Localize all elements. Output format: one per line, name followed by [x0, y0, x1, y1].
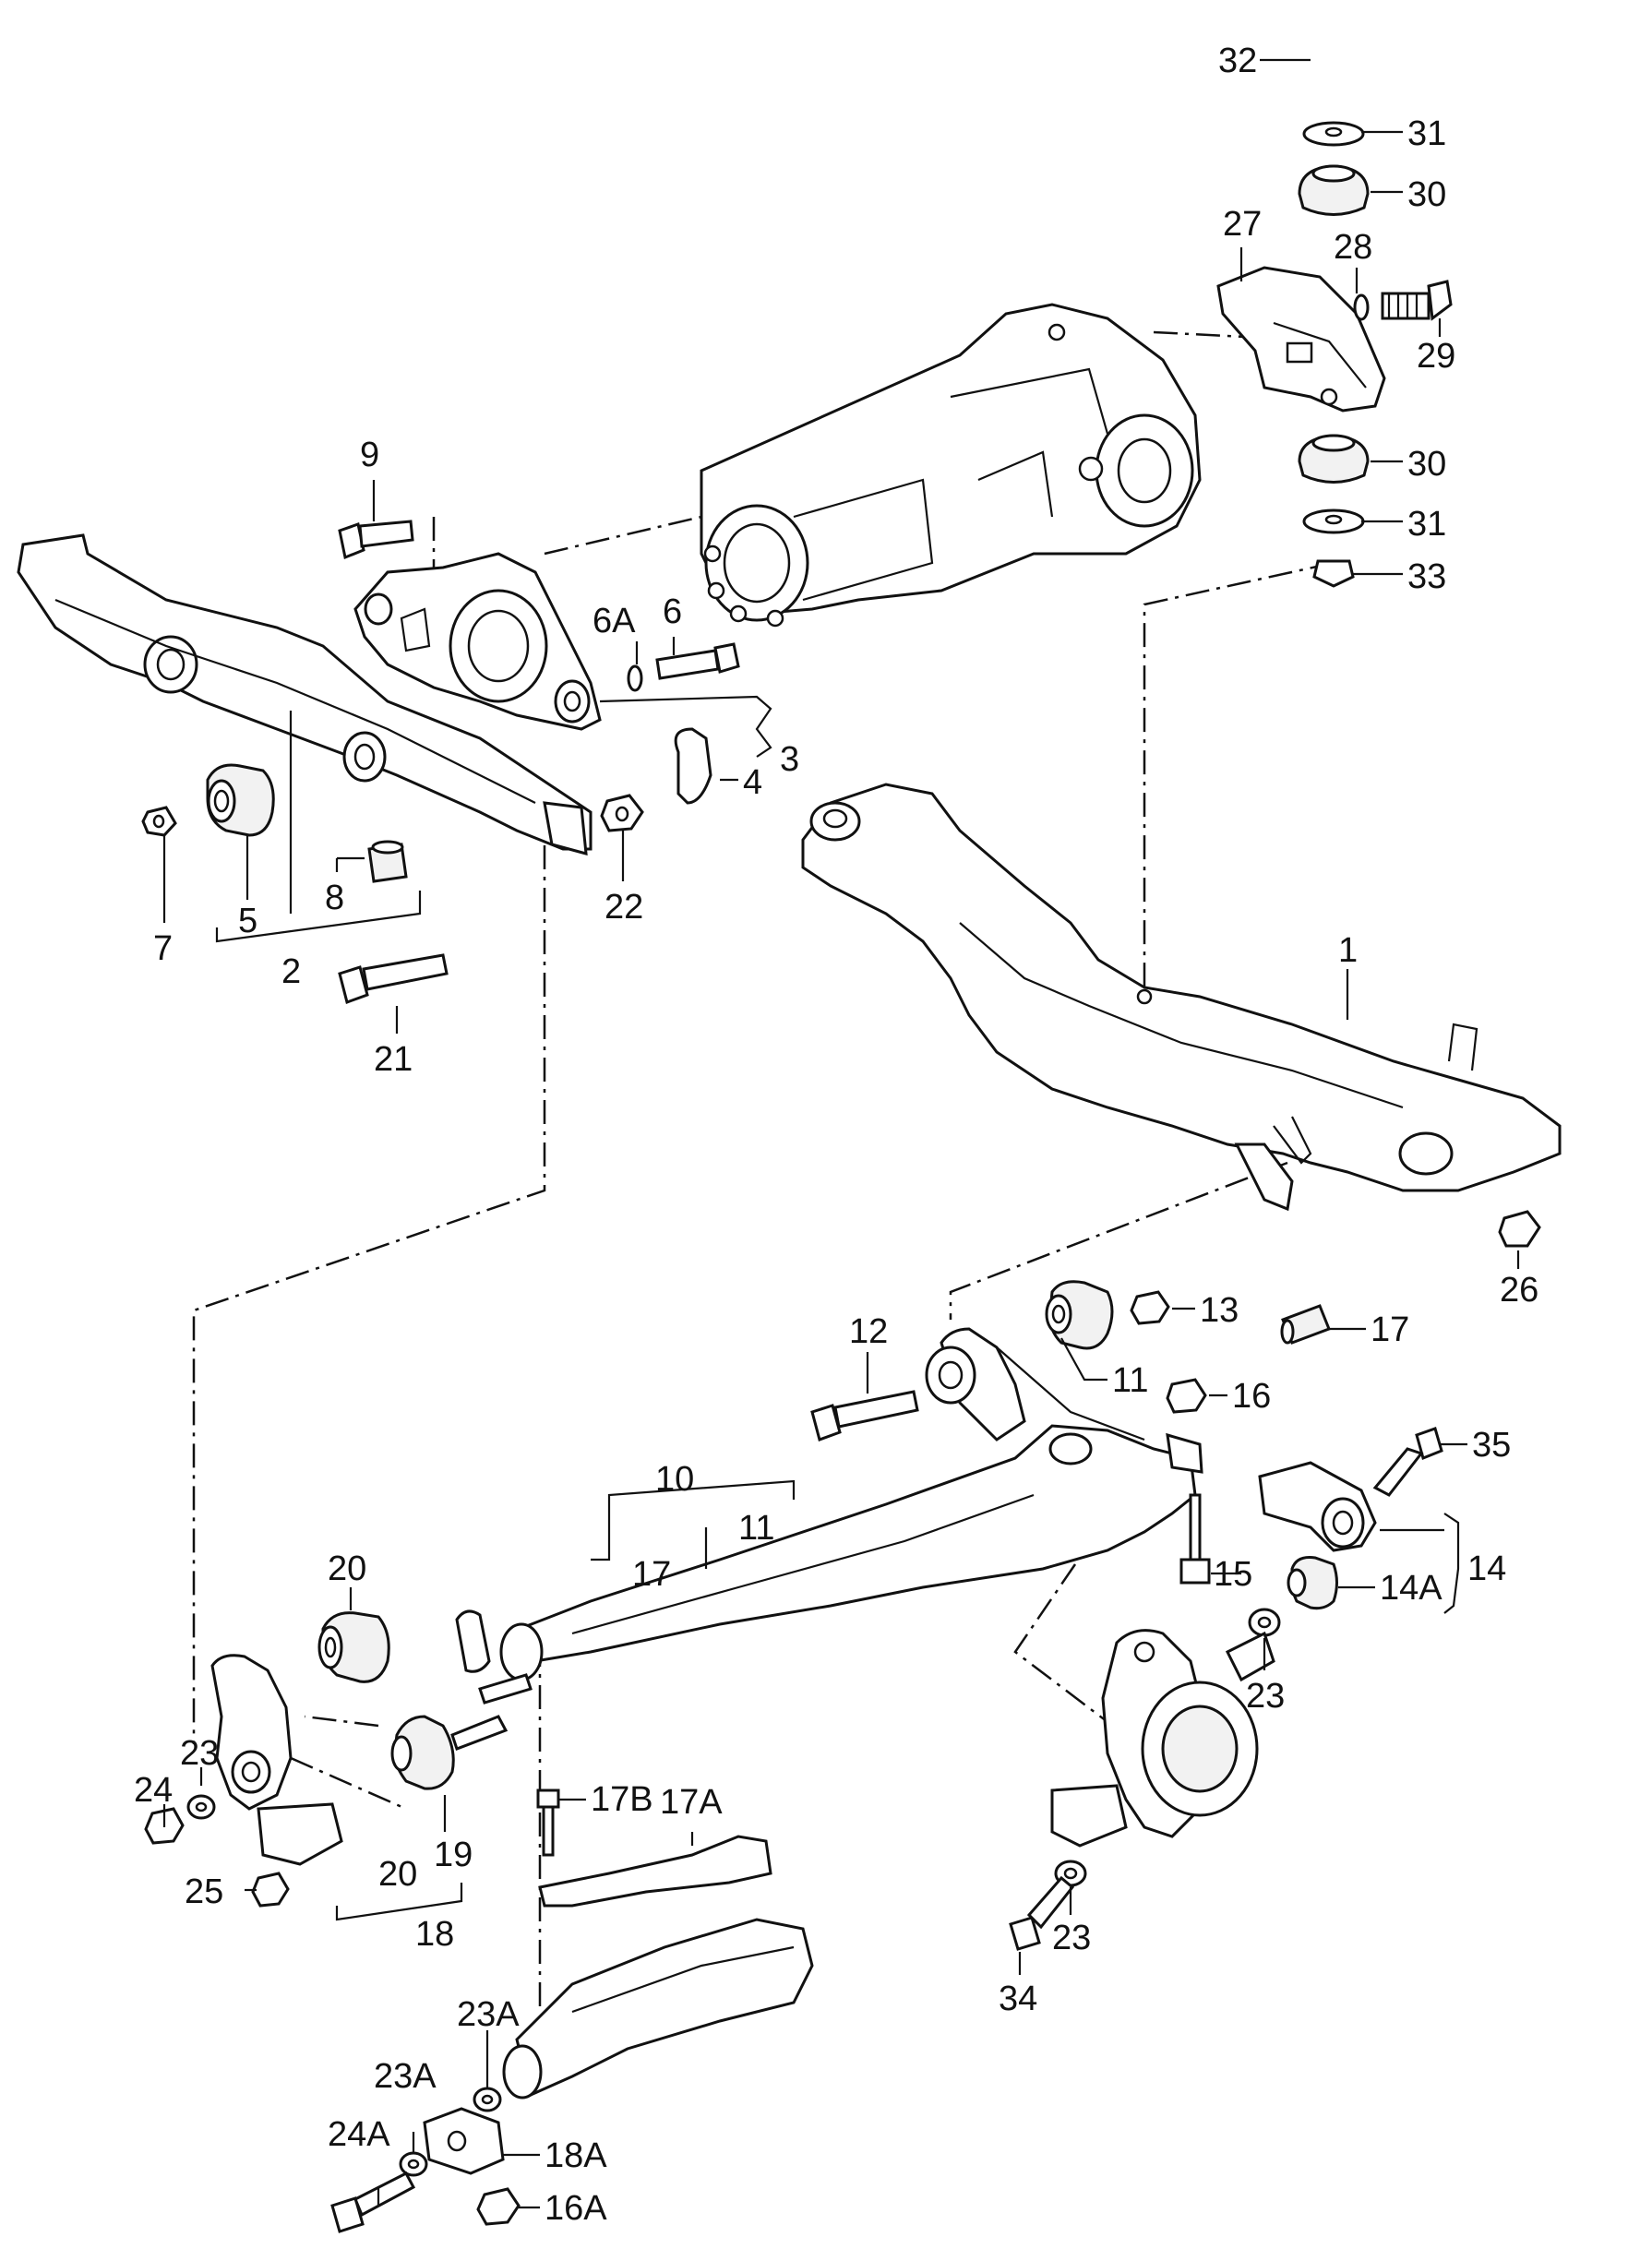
- callout-30-top: 30: [1407, 175, 1446, 214]
- subframe-1: [801, 783, 1562, 1212]
- callout-31-top: 31: [1407, 114, 1446, 153]
- callout-23-bottom: 23: [1052, 1919, 1091, 1957]
- lower-mount-stack: [1298, 434, 1370, 588]
- bolt-35: [1372, 1427, 1443, 1497]
- leader-lines: [162, 58, 1520, 2209]
- bolt-17B: [536, 1788, 560, 1857]
- stop-8: [367, 840, 408, 883]
- callout-30-bottom: 30: [1407, 445, 1446, 484]
- nut-16A: [476, 2187, 521, 2226]
- washer-23A-upper: [473, 2087, 502, 2112]
- link-14: [1258, 1461, 1377, 1552]
- callout-labels: 32 31 30 27 28 29 30 31 33 9 6A 6 3 4 5 …: [134, 42, 1538, 2228]
- callout-13: 13: [1200, 1291, 1239, 1330]
- nut-7: [141, 806, 177, 837]
- callout-16: 16: [1232, 1377, 1271, 1416]
- callout-25: 25: [185, 1872, 223, 1911]
- callout-20-bottom: 20: [378, 1855, 417, 1894]
- callout-22: 22: [605, 888, 643, 927]
- callout-9: 9: [360, 436, 379, 474]
- callout-24: 24: [134, 1771, 173, 1810]
- wheel-bearing-housing: [1050, 1629, 1275, 1848]
- bolt-15: [1179, 1493, 1211, 1585]
- callout-23-left: 23: [180, 1734, 219, 1773]
- differential-housing: [700, 303, 1202, 628]
- nut-26: [1498, 1210, 1541, 1248]
- callout-17B: 17B: [591, 1780, 653, 1819]
- callout-6A: 6A: [593, 602, 636, 640]
- bushing-14A: [1287, 1556, 1338, 1610]
- callout-23A-upper: 23A: [457, 1995, 520, 2034]
- callout-15: 15: [1214, 1555, 1252, 1594]
- callout-4: 4: [743, 763, 762, 802]
- callout-10: 10: [655, 1460, 694, 1499]
- callout-14A: 14A: [1380, 1569, 1443, 1608]
- callout-34: 34: [999, 1980, 1037, 2018]
- callout-26: 26: [1500, 1271, 1538, 1310]
- callout-6: 6: [663, 592, 682, 631]
- callout-1: 1: [1338, 931, 1358, 970]
- bushing-5: [206, 763, 275, 837]
- bolt-6: [627, 642, 740, 692]
- bolt-21: [338, 953, 449, 1004]
- callout-32: 32: [1218, 42, 1257, 80]
- carrier-beam-2: [17, 533, 593, 856]
- callout-21: 21: [374, 1040, 413, 1079]
- callout-8: 8: [325, 879, 344, 917]
- nut-22: [600, 794, 644, 832]
- bushing-19: [390, 1715, 509, 1790]
- wishbone-10: [499, 1327, 1203, 1681]
- callout-18: 18: [415, 1915, 454, 1954]
- arm-front-end: [455, 1609, 533, 1705]
- nut-25: [251, 1872, 290, 1908]
- washer-23-left: [186, 1794, 216, 1820]
- bolt-34: [1009, 1875, 1075, 1951]
- bolt-12: [810, 1390, 919, 1442]
- callout-24A: 24A: [328, 2115, 390, 2154]
- bolt-9: [338, 520, 414, 560]
- callout-31-bottom: 31: [1407, 505, 1446, 544]
- callout-3: 3: [780, 740, 799, 779]
- callout-16A: 16A: [545, 2189, 607, 2228]
- bushing-20: [317, 1611, 390, 1683]
- washer-23A-lower: [399, 2151, 428, 2177]
- mount-bracket-27: [1216, 266, 1386, 413]
- upper-mount-stack: [1298, 121, 1370, 216]
- washer-23-right: [1248, 1608, 1281, 1637]
- bolt-24A: [330, 2171, 416, 2233]
- callout-27: 27: [1223, 205, 1262, 244]
- link-18: [210, 1654, 343, 1866]
- callout-20-top: 20: [328, 1549, 366, 1588]
- nut-16: [1166, 1378, 1207, 1414]
- bushing-17: [1280, 1304, 1331, 1345]
- callout-35: 35: [1472, 1426, 1511, 1465]
- callout-28: 28: [1334, 228, 1372, 267]
- callout-14: 14: [1467, 1549, 1506, 1588]
- callout-18A: 18A: [545, 2136, 607, 2175]
- callout-17-right: 17: [1371, 1310, 1409, 1349]
- callout-12: 12: [849, 1312, 888, 1351]
- bolt-29: [1353, 280, 1453, 321]
- nut-13: [1130, 1290, 1170, 1325]
- callout-5: 5: [238, 902, 257, 940]
- callout-33: 33: [1407, 557, 1446, 596]
- callout-2: 2: [281, 952, 301, 991]
- clip-4: [674, 727, 712, 805]
- bushing-11: [1045, 1280, 1114, 1350]
- bracket-18A: [423, 2107, 505, 2175]
- callout-29: 29: [1417, 337, 1455, 376]
- bracket-17A: [538, 1835, 772, 1908]
- callout-11-right: 11: [1112, 1361, 1148, 1400]
- callout-7: 7: [153, 929, 173, 968]
- callout-23A-lower: 23A: [374, 2057, 437, 2096]
- callout-17A: 17A: [660, 1783, 723, 1822]
- lower-arm-segment: [502, 1918, 814, 2099]
- bracket-plate-3: [353, 552, 602, 731]
- callout-17-center: 17: [632, 1555, 671, 1594]
- callout-11-center: 11: [738, 1509, 774, 1548]
- callout-23-right: 23: [1246, 1677, 1285, 1716]
- callout-19: 19: [434, 1836, 473, 1874]
